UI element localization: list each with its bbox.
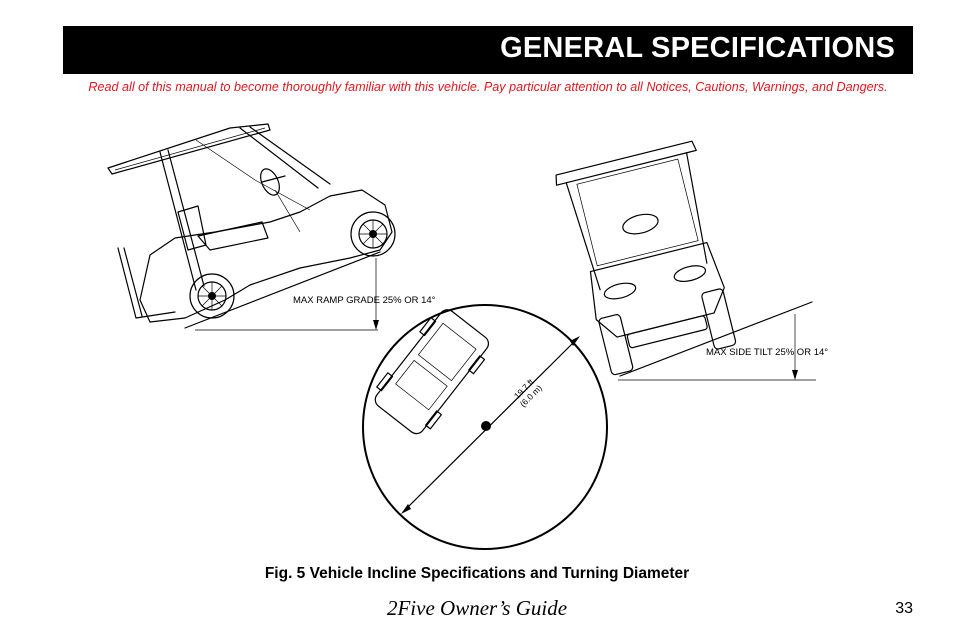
rear-wheel-illustration [189, 273, 235, 319]
side-view-vehicle-illustration: MAX RAMP GRADE 25% OR 14° [107, 123, 436, 331]
vehicle-incline-figure: MAX RAMP GRADE 25% OR 14° [107, 123, 828, 550]
safety-notice: Read all of this manual to become thorou… [88, 80, 888, 94]
section-title: GENERAL SPECIFICATIONS [500, 32, 895, 64]
ramp-grade-label: MAX RAMP GRADE 25% OR 14° [293, 295, 436, 306]
guide-title: 2Five Owner’s Guide [386, 596, 568, 620]
section-header-bar: GENERAL SPECIFICATIONS [63, 26, 913, 74]
turning-diameter-illustration: 19.7 ft (6.0 m) [362, 304, 608, 550]
page-number: 33 [895, 600, 913, 617]
front-view-vehicle-illustration: MAX SIDE TILT 25% OR 14° [555, 140, 828, 381]
front-wheel-illustration [350, 211, 396, 257]
figure-caption: Fig. 5 Vehicle Incline Specifications an… [264, 565, 690, 582]
side-tilt-label: MAX SIDE TILT 25% OR 14° [706, 347, 828, 358]
